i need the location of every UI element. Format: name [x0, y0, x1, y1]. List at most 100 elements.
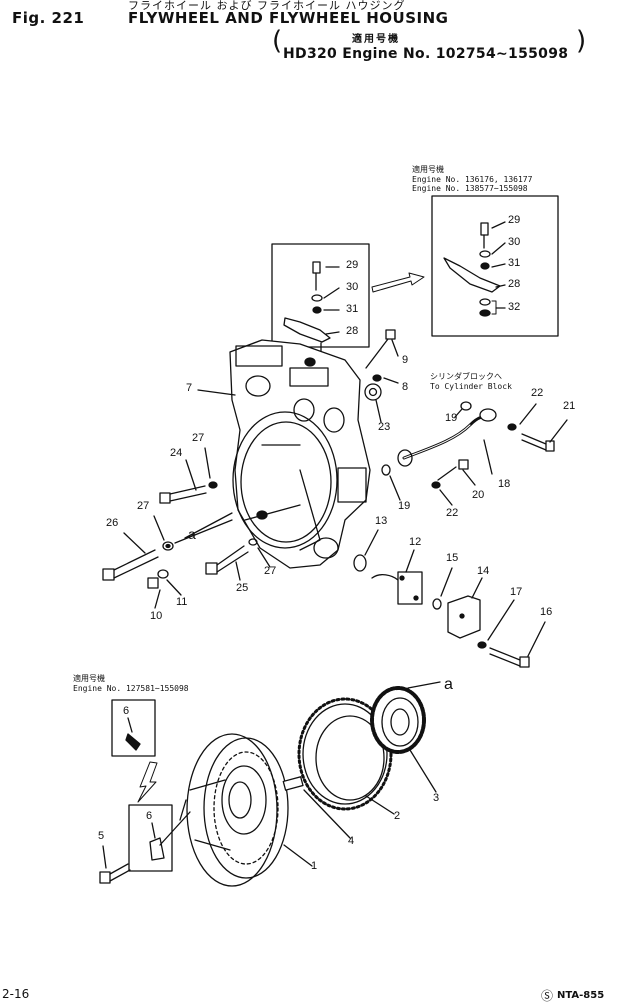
bolt-26 — [102, 549, 159, 581]
bolt-5 — [99, 863, 131, 884]
gasket-11 — [157, 569, 169, 579]
note-upper-line2: Engine No. 138577∼155098 — [412, 184, 528, 193]
callout-14: 14 — [477, 565, 490, 577]
dowel-locator-line — [159, 811, 191, 846]
callout-22b: 22 — [446, 507, 459, 519]
callout-4: 4 — [348, 835, 355, 847]
right-parenthesis: ) — [576, 26, 587, 56]
callout-7: 7 — [186, 382, 193, 394]
callout-11: 11 — [176, 596, 188, 608]
cover-14 — [447, 595, 481, 639]
washer-27b — [162, 541, 174, 551]
page-number: 2-16 — [2, 987, 30, 1001]
callout-12: 12 — [409, 536, 422, 548]
ring-gear-2 — [297, 697, 393, 811]
oring-19b — [381, 464, 391, 476]
callout-10: 10 — [150, 610, 163, 622]
callout-2: 2 — [394, 810, 401, 822]
callout-8: 8 — [402, 381, 409, 393]
callout-31a: 31 — [346, 303, 359, 315]
note-cylinder-jp: シリンダブロックへ — [430, 372, 502, 381]
note-lower-line1: Engine No. 127581∼155098 — [73, 684, 189, 693]
callout-23: 23 — [378, 421, 391, 433]
callout-19b: 19 — [398, 500, 411, 512]
oring-13 — [353, 554, 367, 572]
pin-6a — [125, 733, 141, 751]
callout-1: 1 — [311, 860, 318, 872]
callout-5: 5 — [98, 830, 105, 842]
bolt-9 — [365, 329, 396, 369]
seal-23 — [364, 383, 382, 401]
plug-10 — [147, 577, 159, 589]
note-upper-line1: Engine No. 136176, 136177 — [412, 175, 533, 184]
oring-19a — [460, 401, 472, 411]
callout-6a: 6 — [123, 705, 130, 717]
locator-line-a2 — [407, 681, 441, 689]
callout-18: 18 — [498, 478, 511, 490]
cover-12 — [371, 571, 423, 605]
gasket-15 — [432, 598, 442, 610]
callout-32: 32 — [508, 301, 521, 313]
washer-17 — [477, 641, 487, 649]
model-code: NTA-855 — [557, 990, 605, 1001]
detail-box-bracket-b — [431, 195, 559, 337]
callout-25: 25 — [236, 582, 249, 594]
engine-range: HD320 Engine No. 102754∼155098 — [283, 46, 569, 62]
callout-20: 20 — [472, 489, 485, 501]
bolt-25 — [205, 545, 249, 575]
pin-6b — [149, 837, 165, 861]
left-parenthesis: ( — [272, 26, 283, 56]
figure-number: Fig. 221 — [12, 9, 85, 27]
washer-8 — [372, 374, 382, 382]
callout-29b: 29 — [508, 214, 521, 226]
bolt-16 — [489, 647, 530, 668]
callout-22a: 22 — [531, 387, 544, 399]
bracket-b-parts — [443, 222, 501, 317]
callout-26: 26 — [106, 517, 119, 529]
callout-9: 9 — [402, 354, 409, 366]
callout-3: 3 — [433, 792, 440, 804]
bracket-transition-arrow — [371, 272, 425, 293]
callout-30b: 30 — [508, 236, 521, 248]
washer-27a — [208, 481, 218, 489]
note-cylinder-en: To Cylinder Block — [430, 382, 512, 391]
title-japanese: フライホイール および フライホイール ハウジング — [128, 0, 406, 12]
dowel-4 — [282, 776, 304, 791]
flywheel-1 — [179, 733, 289, 887]
callout-a2: a — [444, 676, 453, 693]
callout-24: 24 — [170, 447, 183, 459]
manufacturer-logo: Ⓢ — [541, 989, 554, 1003]
washer-22a — [507, 423, 517, 431]
bolt-24 — [159, 485, 207, 504]
callout-27c: 27 — [264, 565, 277, 577]
callout-28b: 28 — [508, 278, 521, 290]
oil-pipe-18 — [397, 408, 497, 467]
washer-22b — [431, 481, 441, 489]
callout-29a: 29 — [346, 259, 359, 271]
note-upper-jp: 適用号機 — [412, 165, 444, 174]
detail-box-pin-a — [111, 699, 156, 757]
bolt-20 — [437, 459, 469, 481]
pin-transition-arrow — [137, 761, 158, 803]
bolt-21 — [521, 433, 555, 452]
figure-title: FLYWHEEL AND FLYWHEEL HOUSING — [128, 9, 449, 27]
callout-21: 21 — [563, 400, 576, 412]
washer-27c — [248, 538, 258, 546]
flywheel-housing — [229, 339, 371, 569]
callout-31b: 31 — [508, 257, 521, 269]
detail-box-pin-b — [128, 804, 173, 872]
callout-28a: 28 — [346, 325, 359, 337]
callout-30a: 30 — [346, 281, 359, 293]
callout-17: 17 — [510, 586, 523, 598]
bracket-a-parts — [283, 261, 331, 371]
callout-13: 13 — [375, 515, 388, 527]
callout-27b: 27 — [137, 500, 150, 512]
callout-a1: a — [188, 526, 196, 542]
locator-line-a1 — [174, 512, 233, 544]
callout-15: 15 — [446, 552, 459, 564]
note-lower-jp: 適用号機 — [73, 674, 105, 683]
callout-19a: 19 — [445, 412, 458, 424]
gear-3 — [370, 686, 426, 754]
callout-16: 16 — [540, 606, 553, 618]
